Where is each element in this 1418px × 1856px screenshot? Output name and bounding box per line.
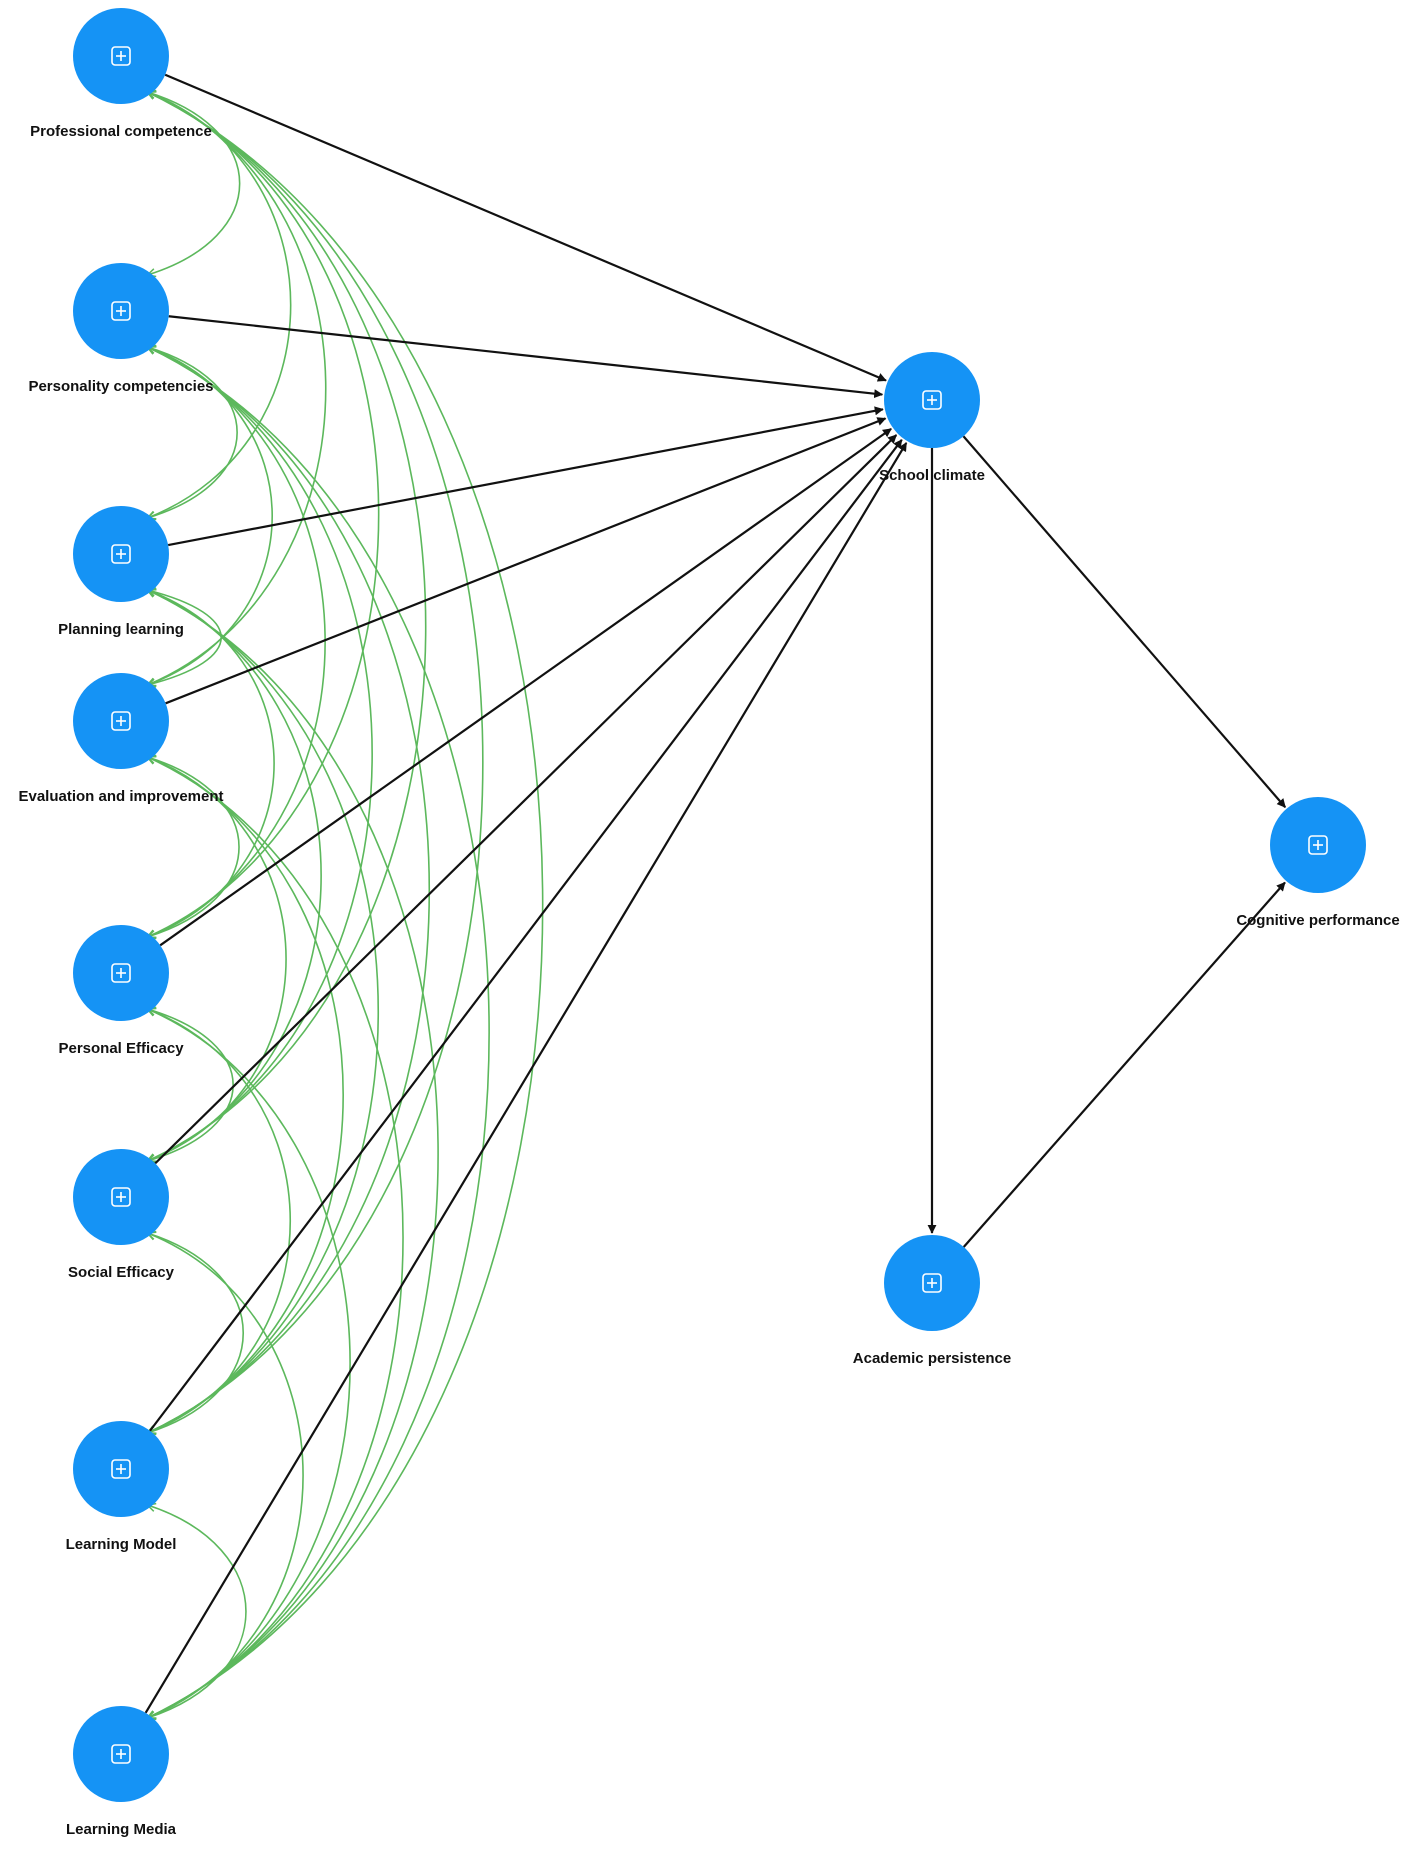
node-label: Professional competence	[30, 123, 212, 140]
node-label: School climate	[879, 467, 985, 484]
correlation-lm-lme	[147, 1505, 247, 1718]
correlation-pec-se	[147, 347, 373, 1161]
correlation-se-lme	[147, 1233, 304, 1718]
node-label: Personality competencies	[28, 378, 213, 395]
node-label: Academic persistence	[853, 1350, 1011, 1367]
expand-plus-icon[interactable]	[111, 1459, 131, 1479]
node-se[interactable]: Social Efficacy	[68, 1149, 175, 1281]
path-sc-to-cp	[962, 435, 1287, 808]
correlation-pe-lme	[147, 1009, 351, 1718]
correlation-ei-pe	[147, 757, 240, 937]
path-pl-to-sc	[167, 406, 884, 547]
correlation-pl-lm	[147, 590, 380, 1433]
node-sc[interactable]: School climate	[879, 352, 985, 484]
node-label: Learning Model	[66, 1536, 177, 1553]
expand-plus-icon[interactable]	[111, 46, 131, 66]
path-lme-to-sc	[144, 442, 908, 1714]
path-layer	[144, 73, 1287, 1714]
node-pec[interactable]: Personality competencies	[28, 263, 214, 395]
correlation-ei-lm	[147, 757, 344, 1433]
node-lme[interactable]: Learning Media	[66, 1706, 177, 1838]
correlation-ei-lme	[147, 757, 404, 1718]
node-pe[interactable]: Personal Efficacy	[58, 925, 184, 1057]
node-label: Evaluation and improvement	[18, 788, 223, 805]
path-pc-to-sc	[164, 73, 887, 382]
path-pe-to-sc	[159, 427, 892, 947]
correlation-pec-lme	[147, 347, 490, 1718]
expand-plus-icon[interactable]	[111, 1187, 131, 1207]
correlation-pec-pe	[147, 347, 326, 937]
correlation-pc-pe	[147, 92, 380, 937]
correlation-layer	[147, 92, 544, 1718]
correlation-pec-pl	[147, 347, 238, 518]
path-lm-to-sc	[149, 439, 903, 1432]
node-lm[interactable]: Learning Model	[66, 1421, 177, 1553]
correlation-pe-se	[147, 1009, 234, 1161]
correlation-pc-lme	[147, 92, 544, 1718]
correlation-pc-lm	[147, 92, 484, 1433]
node-pl[interactable]: Planning learning	[58, 506, 184, 638]
node-label: Social Efficacy	[68, 1264, 175, 1281]
expand-plus-icon[interactable]	[1308, 835, 1328, 855]
correlation-pl-ei	[147, 590, 222, 685]
correlation-se-lm	[147, 1233, 245, 1433]
expand-plus-icon[interactable]	[111, 963, 131, 983]
node-label: Cognitive performance	[1236, 912, 1399, 929]
node-pc[interactable]: Professional competence	[30, 8, 212, 140]
node-label: Learning Media	[66, 1821, 177, 1838]
path-ap-to-cp	[962, 881, 1286, 1248]
expand-plus-icon[interactable]	[111, 544, 131, 564]
correlation-pc-pec	[147, 92, 241, 275]
correlation-pl-lme	[147, 590, 439, 1718]
expand-plus-icon[interactable]	[111, 711, 131, 731]
correlation-pc-ei	[147, 92, 327, 685]
expand-plus-icon[interactable]	[111, 301, 131, 321]
path-pec-to-sc	[168, 315, 884, 399]
correlation-pec-lm	[147, 347, 431, 1433]
node-label: Planning learning	[58, 621, 184, 638]
expand-plus-icon[interactable]	[922, 390, 942, 410]
correlation-pc-se	[147, 92, 427, 1161]
correlation-pc-pl	[147, 92, 292, 518]
path-ei-to-sc	[165, 417, 887, 705]
expand-plus-icon[interactable]	[111, 1744, 131, 1764]
expand-plus-icon[interactable]	[922, 1273, 942, 1293]
node-ei[interactable]: Evaluation and improvement	[18, 673, 224, 805]
node-cp[interactable]: Cognitive performance	[1236, 797, 1400, 929]
node-label: Personal Efficacy	[58, 1040, 184, 1057]
node-ap[interactable]: Academic persistence	[853, 1235, 1011, 1367]
path-se-to-sc	[154, 434, 898, 1165]
